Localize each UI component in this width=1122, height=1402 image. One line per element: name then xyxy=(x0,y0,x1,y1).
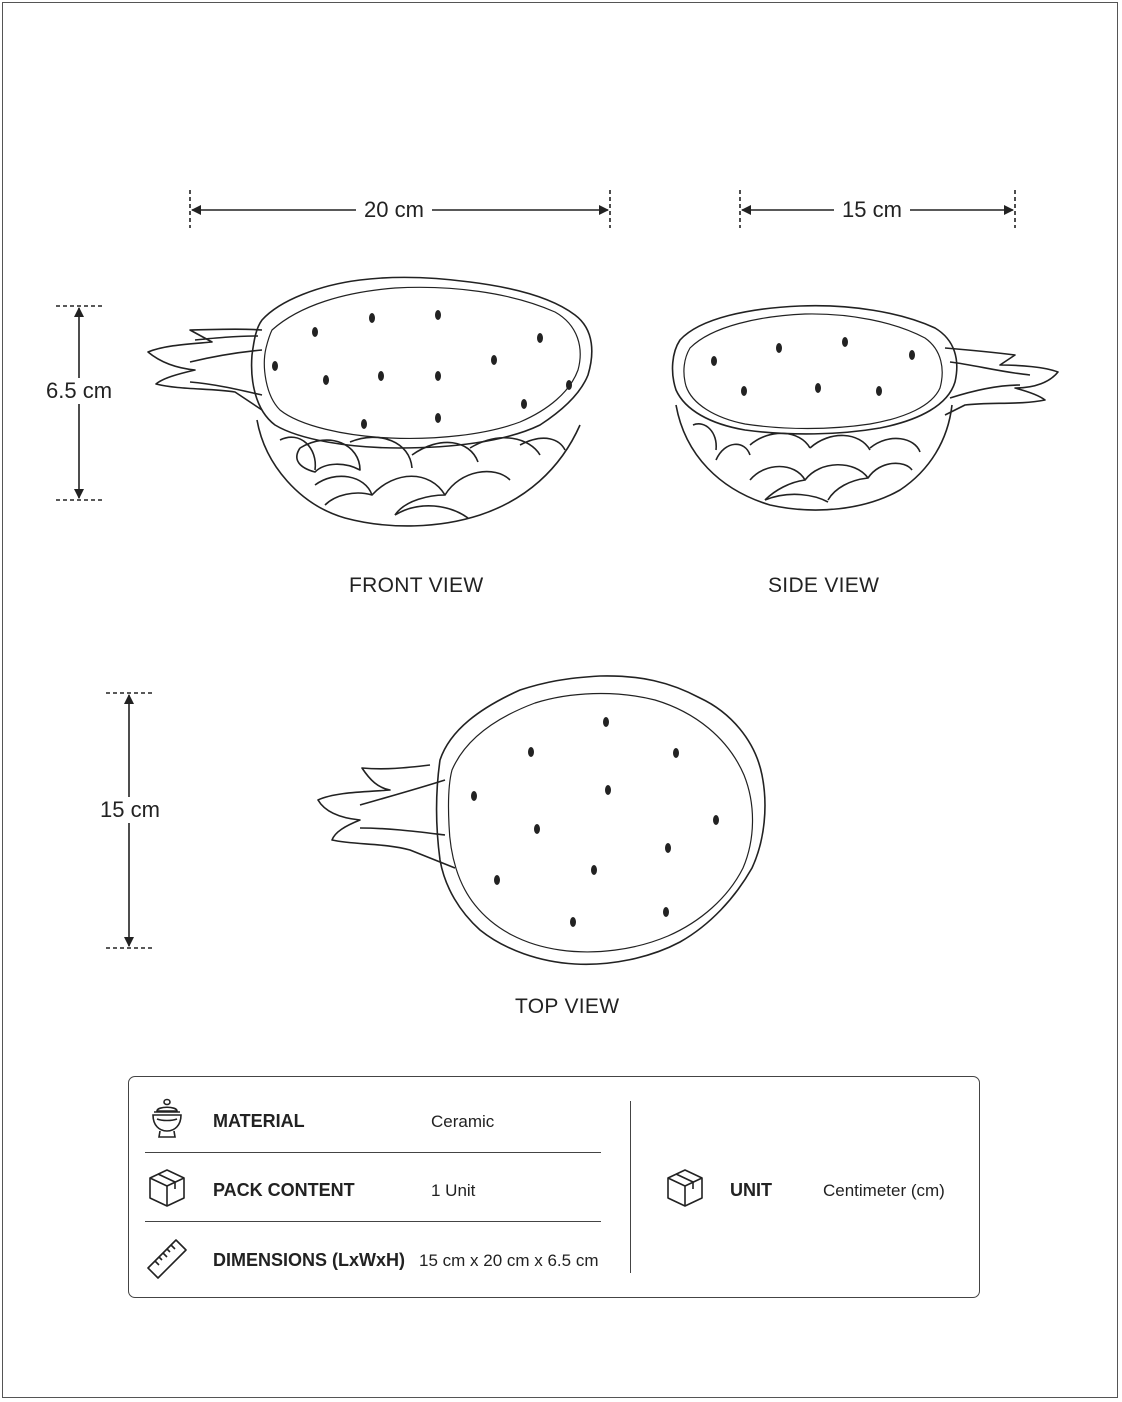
ruler-icon xyxy=(147,1239,187,1279)
front-view-label: FRONT VIEW xyxy=(349,574,484,597)
side-view-bowl xyxy=(671,304,1059,511)
pack-content-value: 1 Unit xyxy=(431,1181,476,1200)
top-view-bowl xyxy=(317,675,766,966)
material-name: MATERIAL xyxy=(213,1111,305,1131)
row-divider xyxy=(145,1221,601,1222)
top-depth-label: 15 cm xyxy=(92,797,168,823)
box-icon xyxy=(667,1169,703,1207)
spec-table: MATERIAL Ceramic PACK CONTENT 1 Unit DIM… xyxy=(128,1076,980,1298)
material-value: Ceramic xyxy=(431,1112,495,1131)
dimensions-value: 15 cm x 20 cm x 6.5 cm xyxy=(419,1251,599,1270)
side-width-label: 15 cm xyxy=(834,197,910,223)
unit-value: Centimeter (cm) xyxy=(823,1181,945,1200)
front-height-label: 6.5 cm xyxy=(38,378,121,404)
unit-name: UNIT xyxy=(730,1180,772,1200)
dimensions-name: DIMENSIONS (LxWxH) xyxy=(213,1250,406,1270)
column-divider xyxy=(630,1101,631,1273)
front-width-label: 20 cm xyxy=(356,197,432,223)
pack-content-name: PACK CONTENT xyxy=(213,1180,355,1200)
row-divider xyxy=(145,1152,601,1153)
box-icon xyxy=(149,1169,185,1207)
front-view-bowl xyxy=(147,276,593,527)
pot-icon xyxy=(152,1098,182,1138)
side-view-label: SIDE VIEW xyxy=(768,574,880,597)
top-view-label: TOP VIEW xyxy=(515,995,620,1018)
